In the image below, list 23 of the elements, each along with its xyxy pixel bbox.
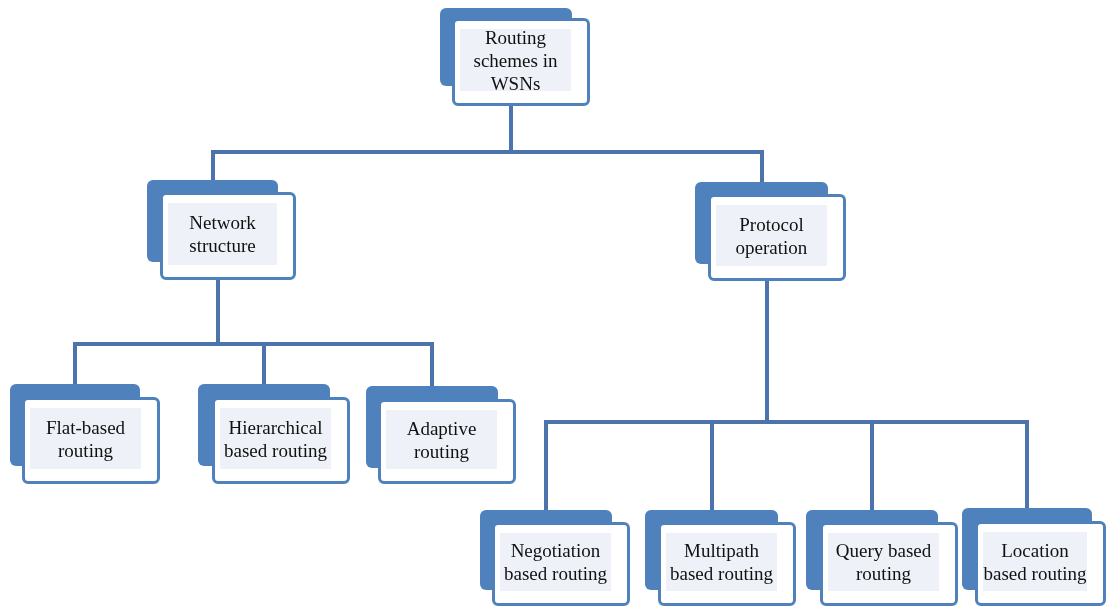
node-label: Routing schemes in WSNs <box>472 25 559 95</box>
process-box <box>198 384 350 484</box>
process-box <box>147 180 296 280</box>
process-box <box>806 510 958 606</box>
node-label: Network structure <box>188 211 257 257</box>
node-label: Hierarchical based routing <box>223 415 328 462</box>
process-box <box>480 510 630 606</box>
connector-line <box>765 281 1029 508</box>
process-box <box>366 386 516 484</box>
connector-line <box>509 106 764 182</box>
node-label: Adaptive routing <box>405 416 478 463</box>
node-label: Flat-based routing <box>44 415 127 462</box>
process-box <box>695 182 846 281</box>
node-label: Query based routing <box>834 539 933 585</box>
node-label: Location based routing <box>983 538 1087 585</box>
node-label: Negotiation based routing <box>503 539 608 585</box>
connector-line <box>216 280 434 386</box>
process-box <box>962 508 1106 606</box>
node-label: Protocol operation <box>734 212 809 259</box>
process-box <box>10 384 160 484</box>
node-label: Multipath based routing <box>669 539 774 585</box>
process-box <box>645 510 796 606</box>
process-box <box>440 8 590 106</box>
